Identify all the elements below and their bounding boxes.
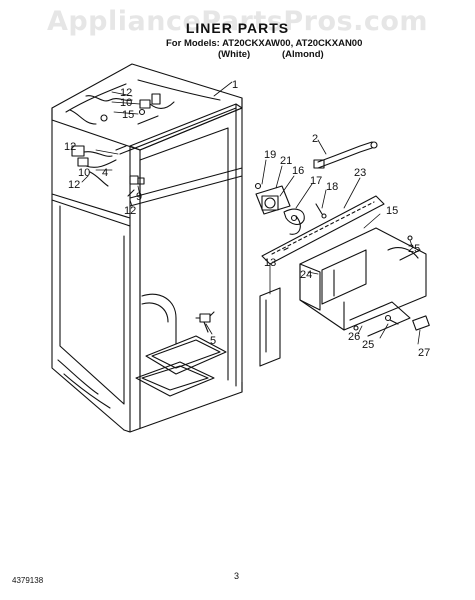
callout-12: 12	[64, 141, 76, 153]
color-white-label: (White)	[218, 49, 251, 60]
callout-12: 12	[124, 205, 136, 217]
callout-16: 16	[292, 165, 304, 177]
callout-12: 12	[120, 87, 132, 99]
leader-lines	[81, 81, 421, 345]
callout-24: 24	[300, 269, 312, 281]
callout-10: 10	[120, 97, 132, 109]
page-number: 3	[234, 571, 240, 581]
part-5-clip	[195, 311, 215, 333]
callout-12: 12	[68, 179, 80, 191]
callout-25: 25	[362, 339, 374, 351]
fan-assembly	[254, 182, 327, 235]
callout-1: 1	[232, 79, 238, 91]
watermark: AppliancePartsPros.com	[46, 6, 429, 37]
callout-labels: 1 2 12 10 15 12 10 4 12 9 12 5 19 21 16 …	[64, 79, 430, 359]
page-title: LINER PARTS	[185, 20, 290, 36]
callout-4: 4	[102, 167, 108, 179]
callout-17: 17	[310, 175, 322, 187]
part-2-heater	[313, 141, 378, 169]
model-numbers: For Models: AT20CKXAW00, AT20CKXAN00	[166, 38, 363, 49]
callout-21: 21	[280, 155, 292, 167]
callout-13: 13	[264, 257, 276, 269]
callout-27: 27	[418, 347, 430, 359]
callout-15: 15	[386, 205, 398, 217]
callout-23: 23	[354, 167, 366, 179]
callout-25: 25	[408, 243, 420, 255]
callout-2: 2	[312, 133, 318, 145]
callout-9: 9	[136, 191, 142, 203]
part-23-duct-rail	[261, 195, 385, 265]
color-almond-label: (Almond)	[282, 49, 324, 60]
callout-26: 26	[348, 331, 360, 343]
callout-5: 5	[210, 335, 216, 347]
callout-10: 10	[78, 167, 90, 179]
liner-body	[51, 63, 243, 433]
callout-15: 15	[122, 109, 134, 121]
callout-19: 19	[264, 149, 276, 161]
document-number: 4379138	[12, 576, 44, 585]
part-24-evap-cover	[299, 227, 427, 337]
top-wiring-parts	[69, 93, 175, 125]
left-wiring-parts	[71, 145, 145, 197]
part-13-panel	[259, 287, 281, 367]
callout-18: 18	[326, 181, 338, 193]
